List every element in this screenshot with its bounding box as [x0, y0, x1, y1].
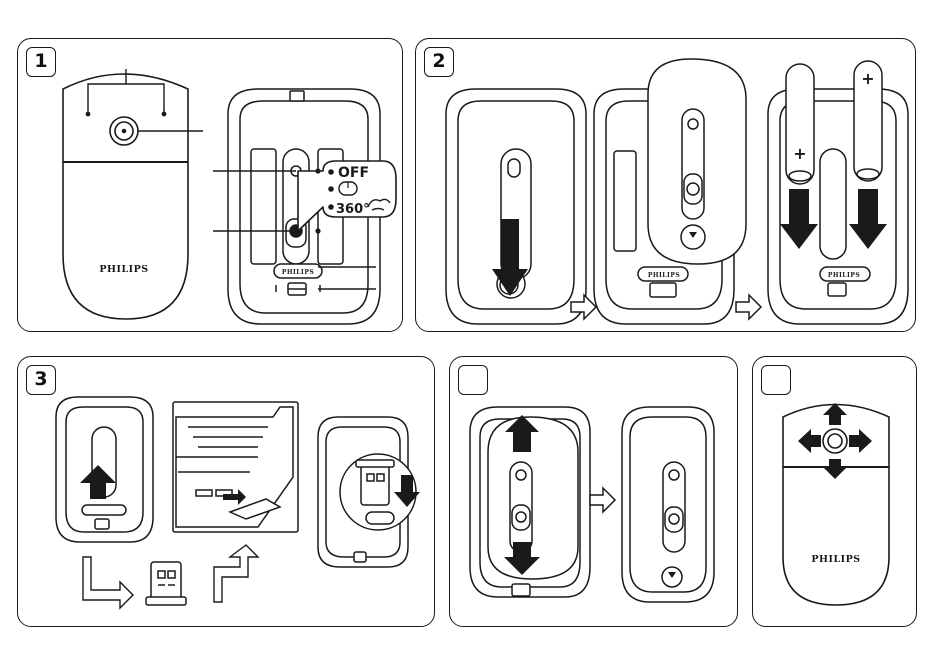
next-step-arrow [736, 295, 761, 319]
direction-arrow [214, 545, 258, 602]
step-5-panel: PHILIPS [752, 356, 917, 627]
mouse-bottom-view [56, 397, 153, 542]
step-2-panel: 2 PHILIPS [415, 38, 916, 332]
step-3-panel: 3 [17, 356, 435, 627]
switch-off-label: OFF [338, 165, 369, 181]
mouse-brand: PHILIPS [648, 272, 680, 279]
movement-diagram: PHILIPS [753, 357, 918, 628]
switch-360-label: 360° [336, 202, 370, 217]
mouse-bottom-view [446, 89, 586, 324]
mouse-top-view [63, 69, 203, 319]
mouse-bottom-view [622, 407, 714, 602]
mouse-cover-open [594, 59, 746, 324]
mouse-brand: PHILIPS [811, 554, 860, 565]
battery-icon [786, 64, 814, 184]
mouse-brand: PHILIPS [828, 272, 860, 279]
mouse-top-view [783, 405, 889, 606]
usb-receiver-icon [146, 562, 186, 605]
battery-plus: + [793, 144, 806, 163]
mouse-top-brand: PHILIPS [99, 264, 148, 275]
battery-insertion-diagram: PHILIPS + + PHILIPS [416, 39, 917, 333]
cover-close-diagram [450, 357, 739, 628]
mouse-parts-diagram: PHILIPS PHILIPS [18, 39, 404, 333]
step-1-panel: 1 PHILIPS [17, 38, 403, 332]
receiver-connection-diagram [18, 357, 436, 628]
step-4-panel [449, 356, 738, 627]
battery-plus: + [861, 69, 874, 88]
direction-arrow [83, 557, 133, 608]
laptop-icon [173, 402, 298, 532]
next-step-arrow [590, 488, 615, 512]
mouse-bottom-brand: PHILIPS [282, 269, 314, 276]
